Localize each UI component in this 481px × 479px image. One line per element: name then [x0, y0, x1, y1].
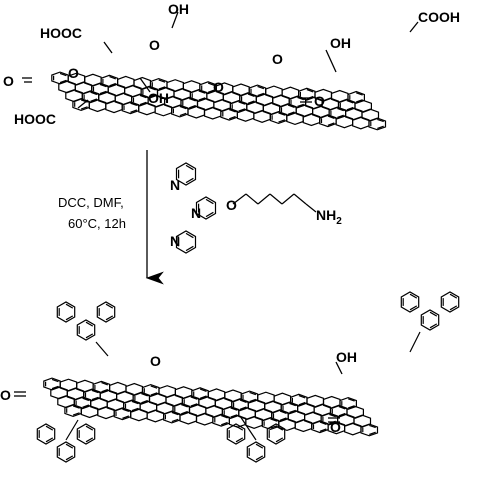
label-oh-top: OH — [168, 1, 189, 17]
label-o-epoxy-4: O — [213, 79, 224, 95]
label-hooc-top: HOOC — [40, 25, 82, 41]
label-o-ketone-left: O — [3, 73, 14, 89]
terpyridine-functionalized-sheet — [43, 377, 379, 437]
reagent-n-center: N — [191, 205, 201, 221]
reagent-n-bottom: N — [170, 233, 180, 249]
label-o-ketone-left-bottom: O — [0, 387, 11, 403]
label-oh-mid: OH — [330, 35, 351, 51]
reagent-o: O — [226, 197, 237, 213]
label-o-epoxy-3: O — [272, 51, 283, 67]
label-hooc-bottom: HOOC — [14, 111, 56, 127]
label-oh-bottom-sheet: OH — [336, 349, 357, 365]
label-o-epoxy-1: O — [149, 37, 160, 53]
reagent-labels: N N N O NH2 — [170, 177, 342, 249]
terpyridine-substituents — [36, 291, 460, 463]
bottom-sheet-labels: O OH O O — [0, 349, 357, 435]
reagent-n-top: N — [170, 177, 180, 193]
label-o-epoxy-2: O — [68, 65, 79, 81]
condition-line-1: DCC, DMF, — [58, 195, 124, 210]
top-sheet-substituents — [22, 11, 419, 109]
top-sheet-labels: HOOC OH COOH OH O O O O O OH HOOC O — [3, 1, 460, 127]
label-o-ketone-bottom: O — [314, 93, 325, 109]
label-o-ketone-bottom-sheet: O — [330, 419, 341, 435]
reagent-amine: NH2 — [316, 207, 342, 227]
label-o-epoxy-bottom: O — [150, 353, 161, 369]
condition-line-2: 60°C, 12h — [68, 216, 126, 231]
label-cooh-right: COOH — [418, 9, 460, 25]
terpyridine-amine-reagent — [175, 162, 317, 254]
label-oh-bottom: OH — [148, 90, 169, 106]
bottom-sheet-substituents — [14, 361, 343, 423]
graphene-oxide-sheet — [51, 71, 387, 131]
